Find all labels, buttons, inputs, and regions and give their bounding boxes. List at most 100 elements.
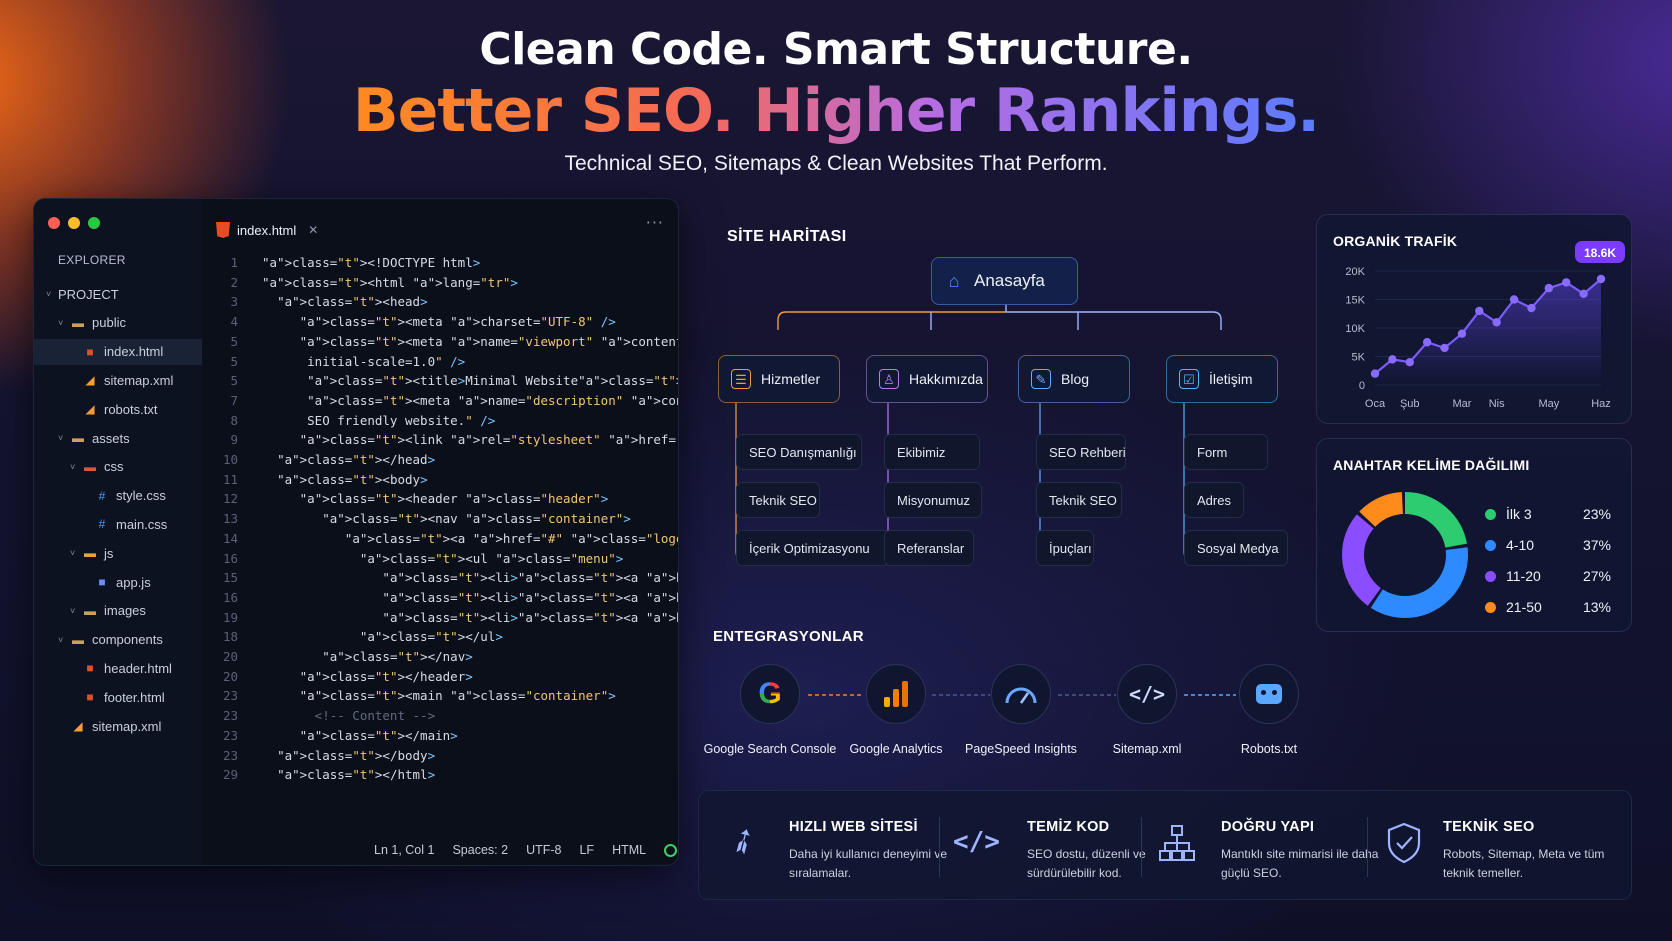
sitemap-root-node[interactable]: ⌂ Anasayfa: [931, 257, 1078, 305]
explorer-sidebar: EXPLORER ˅PROJECT˅▬public■index.html◢sit…: [34, 199, 202, 865]
tree-item[interactable]: #main.css: [34, 511, 202, 537]
code-area[interactable]: 1"a">class="t"><!DOCTYPE html>2"a">class…: [202, 255, 678, 825]
sitemap-leaf[interactable]: Adres: [1184, 482, 1244, 518]
traffic-point[interactable]: [1405, 358, 1414, 367]
analytics-icon: [884, 681, 908, 707]
legend-swatch: [1485, 601, 1496, 613]
traffic-point[interactable]: [1527, 303, 1536, 313]
traffic-point[interactable]: [1579, 289, 1588, 298]
traffic-point[interactable]: [1596, 274, 1606, 284]
integration-label: Google Analytics: [849, 742, 943, 756]
sitemap-leaf[interactable]: İçerik Optimizasyonu: [736, 530, 890, 566]
feature-desc: Daha iyi kullanıcı deneyimi ve sıralamal…: [789, 847, 948, 880]
traffic-point[interactable]: [1440, 343, 1449, 353]
google-analytics-integration[interactable]: [866, 664, 926, 724]
line-number: 23: [222, 747, 238, 763]
x-tick-label: Mar: [1452, 398, 1471, 410]
sitemap-node-team[interactable]: ♙Hakkımızda: [866, 355, 988, 403]
tree-item[interactable]: ˅▬js: [34, 540, 202, 566]
traffic-point[interactable]: [1457, 329, 1467, 338]
code-text: "a">class="t"><ul "a">class="menu">: [359, 550, 624, 566]
traffic-point[interactable]: [1562, 278, 1571, 287]
traffic-point[interactable]: [1422, 338, 1432, 347]
feature-clean-code: </> TEMİZ KOD SEO dostu, düzenli ve sürd…: [919, 791, 1149, 901]
traffic-badge: [1575, 241, 1625, 263]
hero-gradient-text: Better SEO. Higher Rankings.: [352, 76, 1320, 146]
sitemap-leaf[interactable]: SEO Rehberi: [1036, 434, 1126, 470]
line-number: 9: [230, 432, 238, 448]
chevron-icon: ˅: [70, 605, 76, 616]
tree-item-label: public: [92, 315, 126, 331]
code-text: "a">class="t"></main>: [299, 727, 458, 743]
legend-label: 11-20: [1506, 568, 1541, 584]
traffic-point[interactable]: [1492, 318, 1501, 327]
sitemap-node-blog[interactable]: ✎Blog: [1018, 355, 1130, 403]
donut-slice[interactable]: [1342, 492, 1468, 618]
code-line: 9 "a">class="t"><link "a">rel="styleshee…: [202, 432, 678, 452]
tree-item[interactable]: ◢sitemap.xml: [34, 367, 202, 393]
traffic-point[interactable]: [1509, 295, 1519, 304]
tree-item[interactable]: ˅▬images: [34, 598, 202, 624]
donut-slice[interactable]: [1342, 492, 1468, 618]
close-window-button[interactable]: [48, 217, 60, 229]
sitemap-leaf[interactable]: Referanslar: [884, 530, 974, 566]
traffic-area: [1375, 278, 1601, 385]
home-icon: ⌂: [948, 271, 960, 291]
sitemap-leaf[interactable]: Ekibimiz: [884, 434, 980, 470]
code-line: 7 "a">class="t"><meta "a">name="descript…: [202, 393, 678, 413]
sitemap-leaf[interactable]: Teknik SEO: [1036, 482, 1122, 518]
sitemap-leaf[interactable]: SEO Danışmanlığı: [736, 434, 862, 470]
traffic-badge-value: 18.6K: [1584, 246, 1616, 260]
minimize-window-button[interactable]: [68, 217, 80, 229]
sitemap-xml-integration[interactable]: </>: [1117, 664, 1177, 724]
eol-setting[interactable]: LF: [579, 843, 595, 857]
sitemap-leaf[interactable]: Form: [1184, 434, 1268, 470]
maximize-window-button[interactable]: [88, 217, 100, 229]
tree-item[interactable]: ˅▬public: [34, 310, 202, 336]
tree-item[interactable]: ■app.js: [34, 569, 202, 595]
sitemap-leaf[interactable]: Misyonumuz: [884, 482, 982, 518]
code-text: "a">class="t"><link "a">rel="stylesheet"…: [299, 432, 678, 448]
tree-item[interactable]: ˅PROJECT: [34, 281, 202, 307]
traffic-point[interactable]: [1370, 369, 1380, 378]
sitemap-leaf[interactable]: Teknik SEO: [736, 482, 820, 518]
code-line: 2"a">class="t"><html "a">lang="tr">: [202, 275, 678, 295]
tree-item[interactable]: ˅▬assets: [34, 425, 202, 451]
tree-item[interactable]: ˅▬css: [34, 454, 202, 480]
tree-item[interactable]: ◢robots.txt: [34, 396, 202, 422]
traffic-point[interactable]: [1388, 355, 1397, 364]
sitemap-leaf[interactable]: Sosyal Medya: [1184, 530, 1288, 566]
code-line: 5 "a">class="t"><title>Minimal Website"a…: [202, 373, 678, 393]
tree-item[interactable]: ■footer.html: [34, 684, 202, 710]
tree-item[interactable]: ■header.html: [34, 655, 202, 681]
tree-item[interactable]: ˅▬components: [34, 627, 202, 653]
pagespeed-insights-integration[interactable]: [991, 664, 1051, 724]
feature-strip: ➶ HIZLI WEB SİTESİ Daha iyi kullanıcı de…: [698, 790, 1632, 900]
donut-slice[interactable]: [1342, 492, 1468, 618]
indentation-setting[interactable]: Spaces: 2: [452, 843, 509, 857]
y-tick-label: 5K: [1352, 352, 1366, 364]
traffic-point[interactable]: [1475, 306, 1484, 316]
tree-item[interactable]: #style.css: [34, 483, 202, 509]
traffic-point[interactable]: [1544, 283, 1554, 293]
more-actions-icon[interactable]: ···: [645, 213, 664, 232]
legend-swatch: [1485, 570, 1496, 582]
tree-item-label: index.html: [104, 344, 164, 360]
tree-item[interactable]: ■index.html: [34, 338, 202, 365]
line-number: 23: [222, 708, 238, 724]
encoding-setting[interactable]: UTF-8: [526, 843, 562, 857]
close-tab-icon[interactable]: ✕: [308, 223, 319, 237]
code-line: 29 "a">class="t"></html>: [202, 767, 678, 787]
google-search-console-integration[interactable]: G: [740, 664, 800, 724]
legend-value: 27%: [1582, 568, 1611, 584]
status-circle-icon[interactable]: [664, 843, 678, 857]
sitemap-node-services[interactable]: ☰Hizmetler: [718, 355, 840, 403]
robots-txt-integration[interactable]: [1239, 664, 1299, 724]
tree-item[interactable]: ◢sitemap.xml: [34, 713, 202, 739]
cursor-position[interactable]: Ln 1, Col 1: [374, 843, 435, 857]
sitemap-node-contact[interactable]: ☑İletişim: [1166, 355, 1278, 403]
tab-index-html[interactable]: index.html ✕: [216, 217, 318, 243]
language-mode[interactable]: HTML: [612, 843, 647, 857]
sitemap-leaf[interactable]: İpuçları: [1036, 530, 1094, 566]
